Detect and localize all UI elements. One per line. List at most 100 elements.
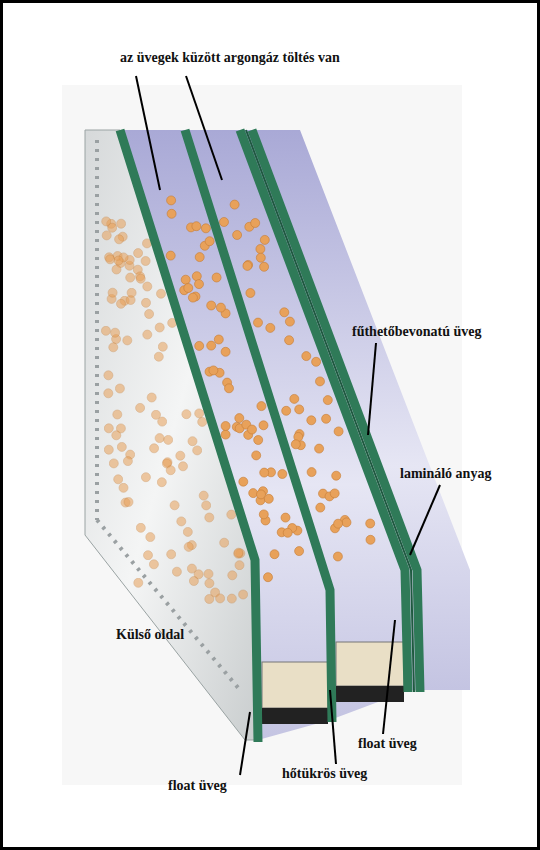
argon-dot — [184, 284, 193, 293]
argon-dot — [184, 542, 193, 551]
argon-dot — [141, 473, 150, 482]
argon-dot — [254, 318, 263, 327]
argon-dot — [285, 336, 294, 345]
argon-dot — [164, 435, 173, 444]
argon-dot — [280, 308, 289, 317]
argon-dot — [117, 442, 126, 451]
argon-dot — [330, 489, 339, 498]
argon-dot — [104, 424, 113, 433]
argon-dot — [112, 431, 121, 440]
argon-dot — [189, 577, 198, 586]
argon-dot — [248, 425, 257, 434]
argon-dot — [342, 518, 351, 527]
laminate-layer — [246, 130, 414, 692]
argon-dot — [290, 394, 299, 403]
spacer-holes — [97, 520, 240, 690]
argon-dot — [216, 594, 225, 603]
argon-dot — [244, 260, 253, 269]
argon-dot — [315, 444, 324, 453]
argon-dot — [166, 466, 175, 475]
argon-dot — [366, 519, 375, 528]
argon-dot — [198, 417, 207, 426]
argon-dot — [181, 275, 190, 284]
argon-dot — [167, 196, 176, 205]
argon-dot — [179, 462, 188, 471]
argon-dot — [212, 273, 221, 282]
argon-dot — [176, 451, 185, 460]
glass-edge — [185, 130, 332, 722]
argon-dot — [112, 265, 121, 274]
argon-dot — [260, 468, 269, 477]
argon-dot — [146, 533, 155, 542]
argon-dot — [134, 578, 143, 587]
argon-dot — [108, 288, 117, 297]
argon-dot — [142, 298, 151, 307]
argon-dot — [207, 341, 216, 350]
argon-dot — [307, 416, 316, 425]
leader-lines — [136, 76, 440, 775]
argon-dot — [149, 560, 158, 569]
argon-dot — [302, 352, 311, 361]
callout-label: float üveg — [358, 736, 417, 752]
argon-dot — [134, 249, 143, 258]
argon-dot — [104, 389, 113, 398]
argon-dot — [259, 510, 268, 519]
argon-dot — [266, 323, 275, 332]
argon-dot — [115, 384, 124, 393]
argon-dot — [216, 303, 225, 312]
callout-label: lamináló anyag — [400, 466, 491, 482]
argon-dot — [291, 440, 300, 449]
argon-dot — [150, 444, 159, 453]
argon-dot — [104, 445, 113, 454]
argon-dot — [195, 341, 204, 350]
argon-dot — [188, 293, 197, 302]
argon-dot — [234, 549, 243, 558]
argon-dot — [334, 519, 343, 528]
argon-dot — [228, 571, 237, 580]
argon-dot — [254, 436, 263, 445]
argon-dot — [166, 251, 175, 260]
argon-dot — [227, 510, 236, 519]
argon-dot — [126, 273, 135, 282]
argon-dot — [136, 403, 145, 412]
argon-dot — [259, 421, 268, 430]
argon-dot — [230, 200, 239, 209]
argon-dot — [234, 548, 243, 557]
spacer-holes — [95, 140, 99, 520]
argon-dot — [249, 489, 258, 498]
argon-dot — [204, 569, 213, 578]
argon-dot — [111, 328, 120, 337]
argon-dot — [136, 523, 145, 532]
glass-edge — [120, 130, 258, 742]
argon-dot — [270, 550, 279, 559]
argon-dot — [221, 422, 230, 431]
argon-dot — [257, 490, 266, 499]
argon-dot — [167, 209, 176, 218]
argon-dot — [366, 535, 375, 544]
argon-dot — [333, 552, 342, 561]
callout-label: az üvegek küzött argongáz töltés van — [120, 50, 340, 66]
argon-dot — [312, 357, 321, 366]
callout-label: fűthetőbevonatú üveg — [352, 324, 482, 340]
argon-dot — [264, 494, 273, 503]
argon-dot — [316, 377, 325, 386]
argon-dot — [193, 446, 202, 455]
argon-dot — [195, 409, 204, 418]
argon-dot — [278, 470, 287, 479]
callout-label: float üveg — [168, 778, 227, 794]
outer-pane — [85, 130, 258, 740]
argon-dot — [205, 237, 214, 246]
argon-dot — [101, 326, 110, 335]
argon-dot — [113, 410, 122, 419]
argon-dot — [285, 317, 294, 326]
argon-dot — [155, 323, 164, 332]
argon-dot — [227, 594, 236, 603]
argon-dot — [117, 219, 126, 228]
argon-dot — [124, 498, 133, 507]
argon-dot — [202, 501, 211, 510]
argon-dot — [214, 335, 223, 344]
argon-dot — [117, 299, 126, 308]
argon-dot — [225, 384, 234, 393]
